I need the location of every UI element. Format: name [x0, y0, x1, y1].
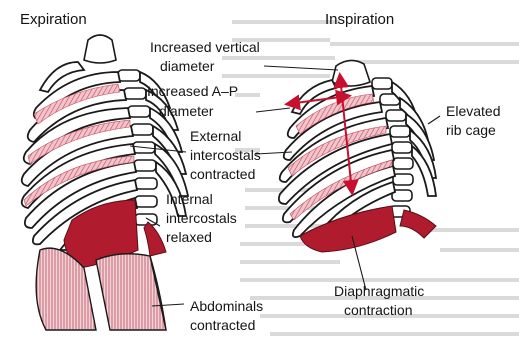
label-diaphragmatic-line2: contraction [344, 303, 412, 317]
expiration-title: Expiration [20, 13, 87, 27]
label-internal-line2: intercostals [166, 211, 237, 225]
label-external-line1: External [190, 129, 241, 143]
label-ap-diameter-line1: Increased A–P [147, 84, 238, 98]
label-external-line2: intercostals [190, 148, 261, 162]
label-diaphragmatic-line1: Diaphragmatic [334, 284, 424, 298]
inspiration-title: Inspiration [325, 13, 394, 27]
label-elevated-line2: rib cage [446, 123, 496, 137]
label-abdominals-line2: contracted [190, 318, 255, 332]
label-external-line3: contracted [190, 167, 255, 181]
label-vertical-diameter-line1: Increased vertical [150, 40, 260, 54]
label-internal-line1: Internal [166, 192, 213, 206]
label-internal-line3: relaxed [166, 230, 212, 244]
inspiration-ribcage [279, 60, 436, 252]
label-elevated-line1: Elevated [446, 104, 500, 118]
expiration-ribcage [22, 35, 188, 330]
label-ap-diameter-line2: diameter [159, 104, 213, 118]
label-vertical-diameter-line2: diameter [160, 59, 214, 73]
abdominal-muscle [36, 248, 166, 330]
label-abdominals-line1: Abdominals [190, 299, 263, 313]
